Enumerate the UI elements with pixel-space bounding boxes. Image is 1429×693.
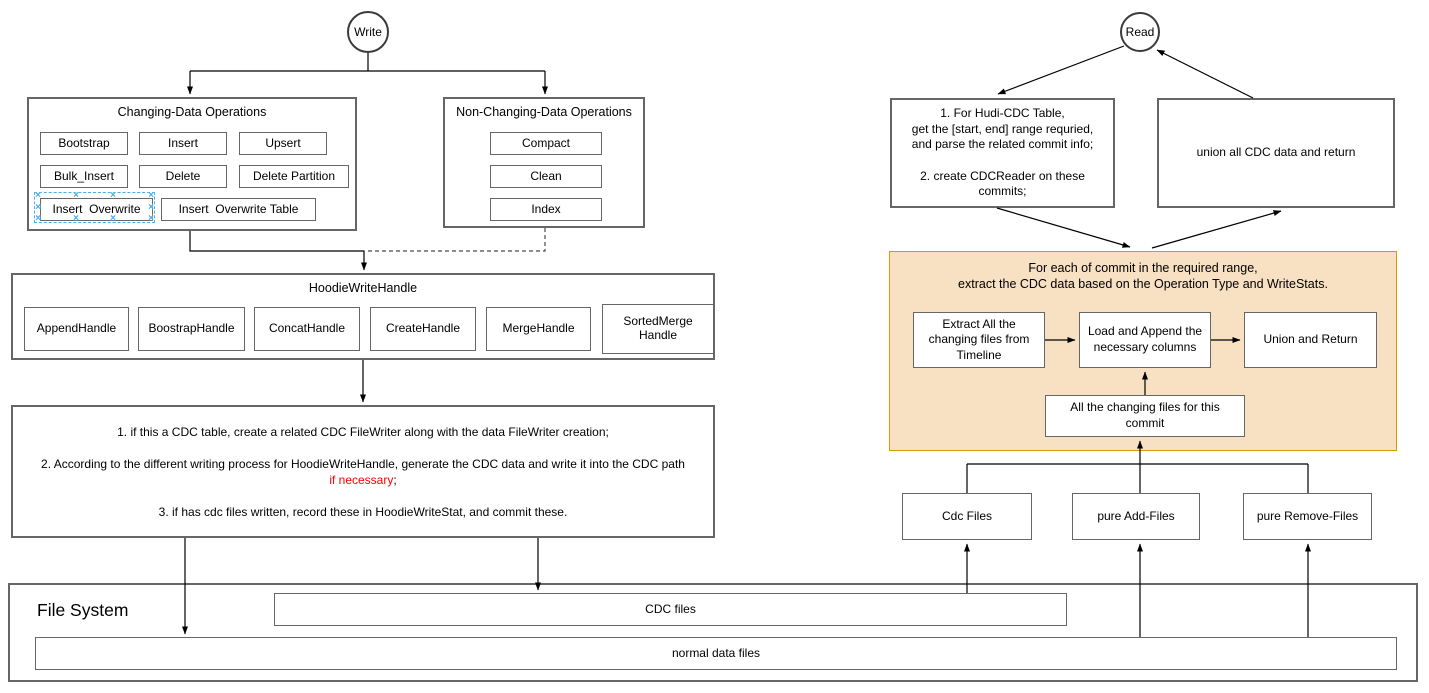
per-commit-title: For each of commit in the required range… (958, 261, 1328, 291)
op-insert-overwrite-selected[interactable]: Insert Overwrite (40, 198, 153, 221)
file-system-title: File System (37, 600, 129, 620)
write-branch-connector (187, 53, 548, 95)
normal-data-files-store[interactable]: normal data files (35, 637, 1397, 670)
selection-handle[interactable]: × (148, 213, 154, 224)
selection-handle[interactable]: × (148, 190, 154, 201)
non-changing-data-operations-group[interactable]: Non-Changing-Data Operations Compact Cle… (443, 97, 645, 228)
op-insert-overwrite-table[interactable]: Insert Overwrite Table (161, 198, 316, 221)
union-all-cdc-box[interactable]: union all CDC data and return (1157, 98, 1395, 208)
selection-handle[interactable]: × (148, 202, 154, 213)
hoodie-write-handle-title: HoodieWriteHandle (308, 281, 418, 295)
handle-merge[interactable]: MergeHandle (486, 307, 591, 351)
changing-data-operations-title: Changing-Data Operations (117, 105, 267, 119)
selection-handle[interactable]: × (35, 202, 41, 213)
op-insert[interactable]: Insert (139, 132, 227, 155)
step-2-highlight: if necessary (329, 472, 394, 487)
all-changing-files-box[interactable]: All the changing files for this commit (1045, 395, 1245, 437)
op-clean[interactable]: Clean (490, 165, 602, 188)
changing-to-hoodie-connector (189, 231, 367, 271)
write-node[interactable]: Write (347, 11, 389, 53)
handle-create[interactable]: CreateHandle (370, 307, 476, 351)
hoodie-write-handle-group[interactable]: HoodieWriteHandle AppendHandle BoostrapH… (11, 273, 715, 360)
selection-handle[interactable]: × (110, 213, 116, 224)
op-bulk-insert[interactable]: Bulk_Insert (40, 165, 128, 188)
handle-append[interactable]: AppendHandle (24, 307, 129, 351)
non-changing-data-operations-title: Non-Changing-Data Operations (456, 105, 632, 119)
cdc-write-steps-box[interactable]: 1. if this a CDC table, create a related… (11, 405, 715, 538)
cdc-files-store[interactable]: CDC files (274, 593, 1067, 626)
op-bootstrap[interactable]: Bootstrap (40, 132, 128, 155)
cdc-files-group-box[interactable]: Cdc Files (902, 493, 1032, 540)
load-append-columns-box[interactable]: Load and Append the necessary columns (1079, 312, 1211, 368)
handle-sorted-merge[interactable]: SortedMerge Handle (602, 304, 714, 354)
op-compact[interactable]: Compact (490, 132, 602, 155)
op-delete-partition[interactable]: Delete Partition (239, 165, 349, 188)
changing-data-operations-group[interactable]: Changing-Data Operations Bootstrap Inser… (27, 97, 357, 231)
pure-remove-files-box[interactable]: pure Remove-Files (1243, 493, 1372, 540)
non-changing-dashed-connector (368, 228, 546, 252)
selection-handle[interactable]: × (35, 190, 41, 201)
selection-handle[interactable]: × (35, 213, 41, 224)
selection-handle[interactable]: × (73, 190, 79, 201)
op-index[interactable]: Index (490, 198, 602, 221)
selection-handle[interactable]: × (110, 190, 116, 201)
step-1: 1. if this a CDC table, create a related… (117, 425, 609, 439)
step-2: 2. According to the different writing pr… (41, 457, 685, 488)
handle-boostrap[interactable]: BoostrapHandle (138, 307, 245, 351)
op-upsert[interactable]: Upsert (239, 132, 327, 155)
read-node[interactable]: Read (1120, 12, 1160, 52)
step-2-suffix: ; (393, 472, 397, 487)
handle-concat[interactable]: ConcatHandle (254, 307, 360, 351)
op-delete[interactable]: Delete (139, 165, 227, 188)
pure-add-files-box[interactable]: pure Add-Files (1072, 493, 1200, 540)
step-3: 3. if has cdc files written, record thes… (158, 505, 568, 520)
step-2-text: 2. According to the different writing pr… (41, 457, 685, 472)
read-prepare-box[interactable]: 1. For Hudi-CDC Table, get the [start, e… (890, 98, 1115, 208)
extract-changing-files-box[interactable]: Extract All the changing files from Time… (913, 312, 1045, 368)
selection-handle[interactable]: × (73, 213, 79, 224)
union-and-return-box[interactable]: Union and Return (1244, 312, 1377, 368)
